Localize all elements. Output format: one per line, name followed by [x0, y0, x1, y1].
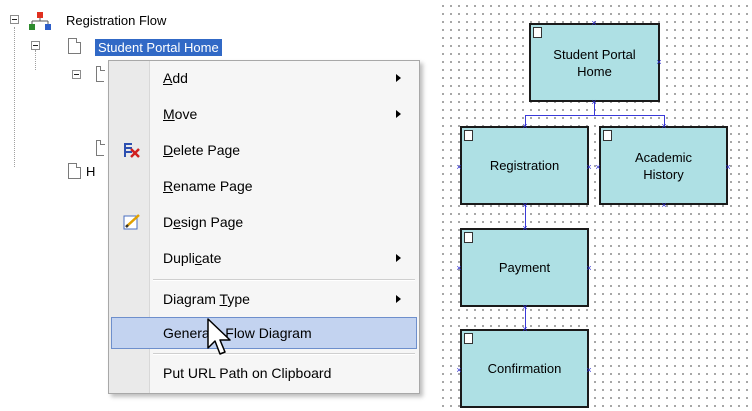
- node-label-line2: Home: [577, 63, 612, 79]
- connector-line: [525, 307, 526, 330]
- menu-item-label: Add: [163, 70, 188, 86]
- page-icon: [96, 140, 105, 156]
- context-menu: Add Move Delete Page Rename Page Design …: [108, 60, 420, 394]
- tree-root-node[interactable]: Registration Flow: [66, 11, 166, 29]
- tree-selected-node[interactable]: Student Portal Home: [95, 38, 222, 56]
- menu-item-label: Delete Page: [163, 142, 241, 158]
- connection-point-icon: ×: [522, 302, 528, 312]
- submenu-arrow-icon: [396, 74, 401, 82]
- page-corner-icon: [533, 27, 542, 38]
- connection-point-icon: ×: [456, 162, 462, 172]
- connection-point-icon: ×: [522, 121, 528, 131]
- connection-point-icon: ×: [661, 121, 667, 131]
- connector-line: [664, 115, 665, 127]
- node-label: Payment: [498, 260, 551, 275]
- connection-point-icon: ×: [522, 223, 528, 233]
- menu-separator: [153, 279, 415, 281]
- submenu-arrow-icon: [396, 254, 401, 262]
- tree-connector-line: [35, 50, 36, 70]
- design-page-icon: [123, 214, 140, 230]
- connector-line: [594, 101, 595, 116]
- collapse-child-icon[interactable]: [72, 70, 81, 79]
- menu-item-generate-flow-diagram[interactable]: Generate Flow Diagram: [111, 317, 417, 349]
- connection-point-icon: ×: [656, 57, 662, 67]
- connection-point-icon: ×: [522, 324, 528, 334]
- page-corner-icon: [603, 130, 612, 141]
- connector-line: [525, 115, 526, 127]
- collapse-root-icon[interactable]: [10, 15, 19, 24]
- connection-point-icon: ×: [522, 200, 528, 210]
- connection-point-icon: ×: [595, 162, 601, 172]
- menu-separator: [153, 353, 415, 355]
- connection-point-icon: ×: [661, 200, 667, 210]
- tree-selected-label: Student Portal Home: [95, 38, 222, 56]
- menu-item-add[interactable]: Add: [111, 62, 417, 94]
- menu-item-delete-page[interactable]: Delete Page: [111, 134, 417, 166]
- diagram-node-registration[interactable]: Registration: [460, 126, 589, 205]
- diagram-node-payment[interactable]: Payment: [460, 228, 589, 307]
- connection-point-icon: ×: [586, 365, 592, 375]
- connection-point-icon: ×: [586, 263, 592, 273]
- connection-point-icon: ×: [591, 97, 597, 107]
- mouse-cursor-icon: [207, 318, 231, 355]
- connector-line: [525, 115, 665, 116]
- node-label-line2: History: [643, 166, 684, 182]
- node-label-line1: Academic: [634, 149, 693, 165]
- page-icon: [68, 163, 81, 179]
- collapse-page-icon[interactable]: [31, 41, 40, 50]
- tree-root-label: Registration Flow: [66, 12, 167, 28]
- submenu-arrow-icon: [396, 110, 401, 118]
- node-label: Registration: [489, 158, 560, 173]
- menu-item-label: Design Page: [163, 214, 244, 230]
- menu-item-duplicate[interactable]: Duplicate: [111, 242, 417, 274]
- menu-item-put-url-path[interactable]: Put URL Path on Clipboard: [111, 357, 417, 389]
- connector-line: [525, 205, 526, 229]
- sitemap-icon: [29, 12, 51, 30]
- tree-connector-line: [14, 27, 15, 167]
- connection-point-icon: ×: [725, 162, 731, 172]
- delete-page-icon: [124, 143, 140, 158]
- menu-item-label: Duplicate: [163, 250, 222, 266]
- menu-item-label: Generate Flow Diagram: [163, 325, 312, 341]
- connection-point-icon: ×: [456, 365, 462, 375]
- menu-item-label: Rename Page: [163, 178, 253, 194]
- page-icon: [96, 66, 105, 82]
- page-corner-icon: [464, 130, 473, 141]
- tree-node-partial[interactable]: H: [86, 162, 95, 180]
- menu-item-label: Diagram Type: [163, 291, 250, 307]
- connection-point-icon: ×: [591, 18, 597, 28]
- node-label-line1: Student Portal: [553, 46, 636, 62]
- menu-item-move[interactable]: Move: [111, 98, 417, 130]
- tree-node-partial-label: H: [86, 163, 96, 179]
- menu-item-label: Put URL Path on Clipboard: [163, 365, 332, 381]
- page-corner-icon: [464, 232, 473, 243]
- menu-item-rename-page[interactable]: Rename Page: [111, 170, 417, 202]
- diagram-node-confirmation[interactable]: Confirmation: [460, 329, 589, 408]
- menu-item-diagram-type[interactable]: Diagram Type: [111, 283, 417, 315]
- page-corner-icon: [464, 333, 473, 344]
- connection-point-icon: ×: [586, 162, 592, 172]
- menu-item-design-page[interactable]: Design Page: [111, 206, 417, 238]
- menu-item-label: Move: [163, 106, 198, 122]
- submenu-arrow-icon: [396, 295, 401, 303]
- page-icon: [68, 38, 81, 54]
- node-label: Confirmation: [487, 361, 562, 376]
- connection-point-icon: ×: [456, 263, 462, 273]
